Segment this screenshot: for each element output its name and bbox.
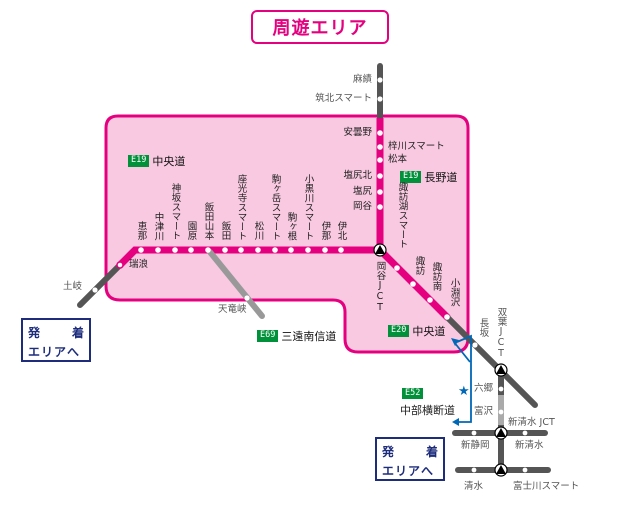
route-chuo-west: E19 中央道 [128,153,185,169]
station-azumino: 安曇野 [343,127,372,138]
route-sanen: E69 三遠南信道 [257,328,336,344]
station-shiojiri-kita: 塩尻北 [343,170,372,181]
station-kogurogawa-smart: 小黒川スマート [302,173,314,241]
route-chuo-east: E20 中央道 [388,323,445,339]
station-komagatake-smart: 駒ヶ岳スマート [269,173,281,241]
station-chikuhoku-smart: 筑北スマート [315,93,372,104]
station-shimizu: 清水 [464,481,484,492]
station-suwa: 諏訪 [413,256,425,275]
station-toki: 土岐 [63,281,83,292]
chuo-east-road-gray [445,315,538,408]
station-kobuchizawa: 小淵沢 [448,278,460,307]
station-rokugo: 六郷 [474,383,494,394]
jct-icons [373,243,508,477]
depart-area-link-west[interactable]: 発 着 エリアへ [21,318,91,362]
station-shiojiri: 塩尻 [352,186,372,197]
station-shinshimizu: 新清水 [515,440,544,451]
station-fujikawa-smart: 富士川スマート [513,481,580,492]
blue-arrow-icon [456,334,472,364]
station-zakoji-smart: 座光寺スマート [235,173,247,241]
title-badge: 周遊エリア [251,10,389,44]
ic-dots [92,77,528,473]
station-okaya-jct: 岡谷JCT [374,261,386,313]
station-ena: 恵那 [135,221,147,240]
station-omi: 麻績 [352,74,372,85]
route-chubu-name: 中部横断道 [400,404,455,417]
station-okaya: 岡谷 [352,201,372,212]
station-suwa-minami: 諏訪南 [430,262,442,291]
station-misaka-smart: 神坂スマート [169,183,181,240]
station-matsukawa: 松川 [252,221,264,240]
station-nakatsugawa: 中津川 [152,211,164,241]
station-azusagawa-smart: 梓川スマート [388,141,445,152]
station-tenryukyo: 天竜峡 [218,304,247,315]
toki-road [77,262,123,308]
station-futaba-jct: 双葉JCT [495,307,507,359]
station-iida: 飯田 [219,221,231,240]
station-shinshimizu-jct: 新清水 JCT [508,417,555,428]
station-matsumoto: 松本 [388,154,408,165]
route-nagano: E19 長野道 [400,169,457,185]
station-nagasaka: 長坂 [477,318,489,337]
station-tomizawa: 富沢 [474,406,494,417]
station-ihoku: 伊北 [335,221,347,240]
arrow-left-icon [452,418,459,426]
sanen-road [207,249,265,319]
station-ina: 伊那 [319,221,331,240]
station-mizunami: 瑞浪 [129,259,149,270]
depart-area-link-east[interactable]: 発 着 エリアへ [375,437,445,481]
route-chubu-badge: E52 [402,388,424,400]
station-suwako-smart: 諏訪湖スマート [396,182,408,249]
star-icon: ★ [458,384,470,399]
station-komagane: 駒ヶ根 [285,211,297,241]
chuo-west-road [117,246,380,268]
station-sonohara: 園原 [185,221,197,240]
station-shinshizuoka: 新静岡 [461,440,490,451]
page-title: 周遊エリア [272,18,368,39]
station-iida-yamamoto: 飯田山本 [202,202,214,240]
